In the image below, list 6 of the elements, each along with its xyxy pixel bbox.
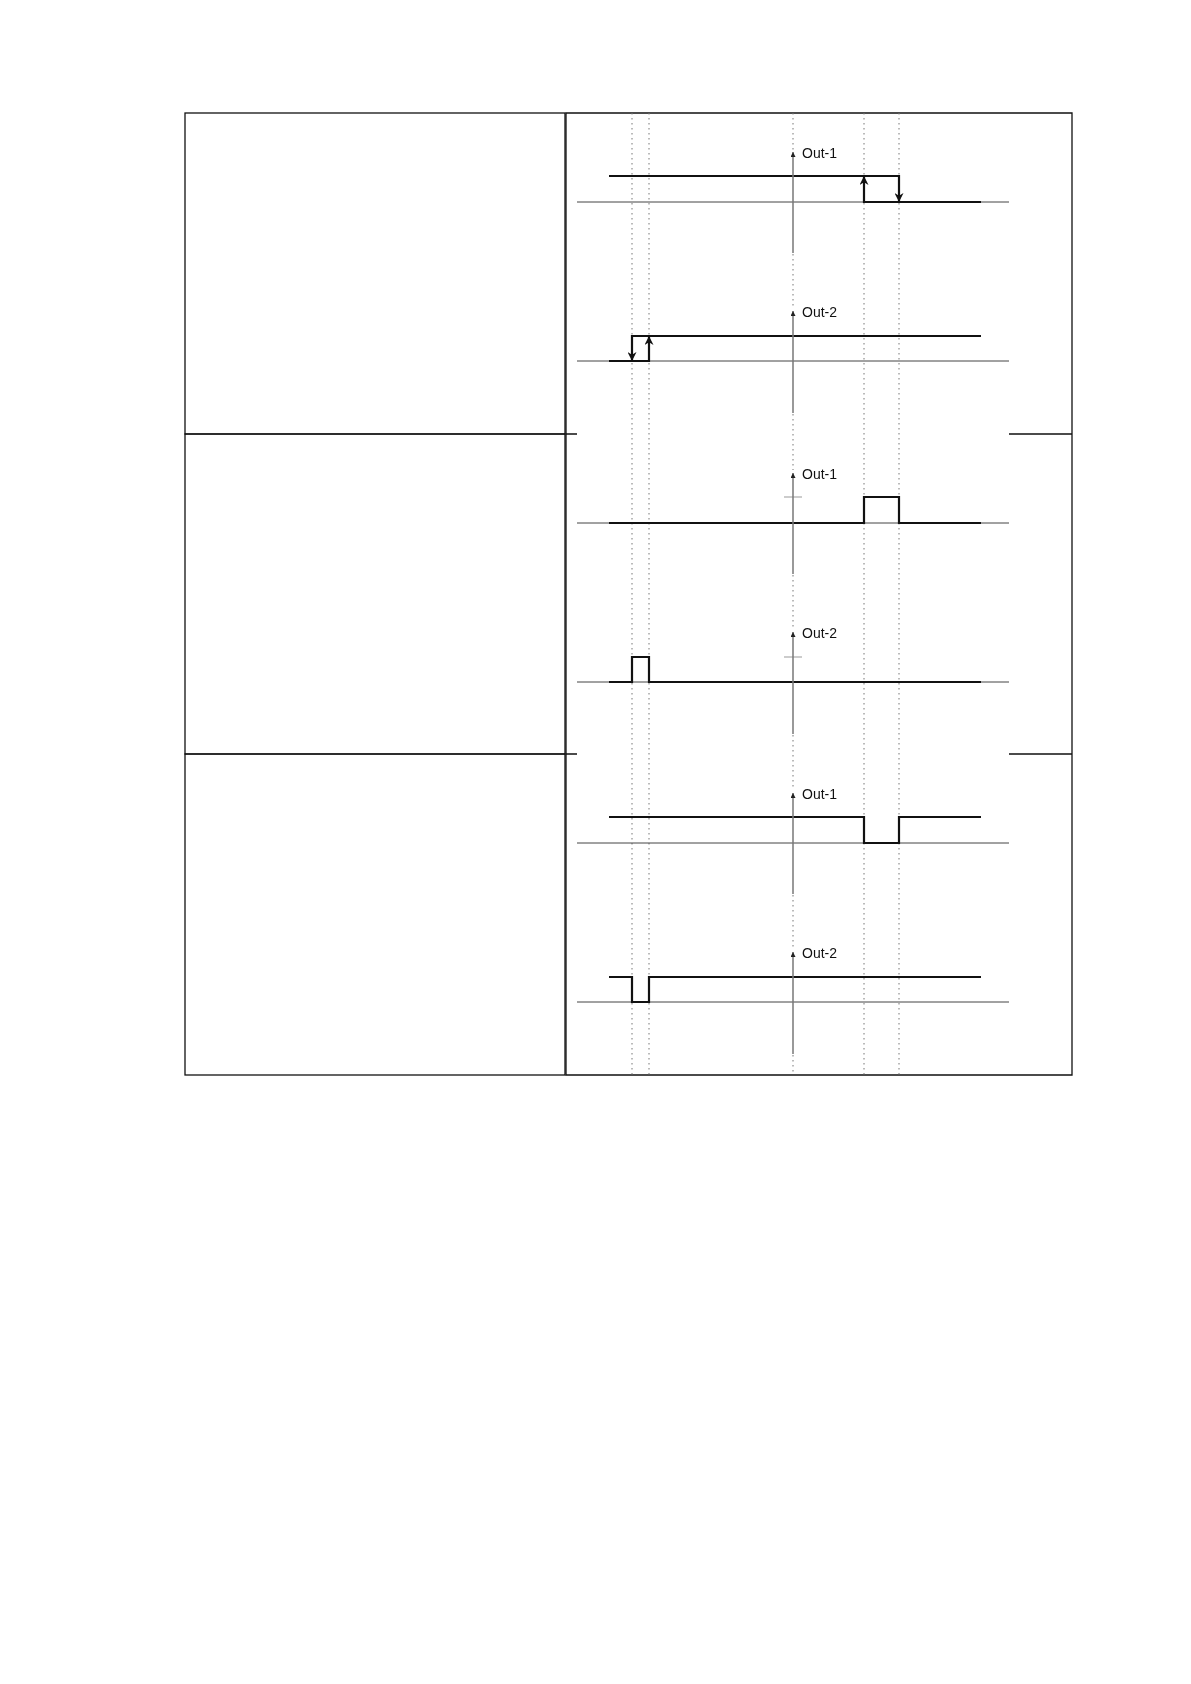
signal-label: Out-2 bbox=[802, 304, 837, 320]
signal-label: Out-2 bbox=[802, 625, 837, 641]
signal-label: Out-1 bbox=[802, 786, 837, 802]
signal-label: Out-1 bbox=[802, 145, 837, 161]
signal-label: Out-2 bbox=[802, 945, 837, 961]
signal-label: Out-1 bbox=[802, 466, 837, 482]
